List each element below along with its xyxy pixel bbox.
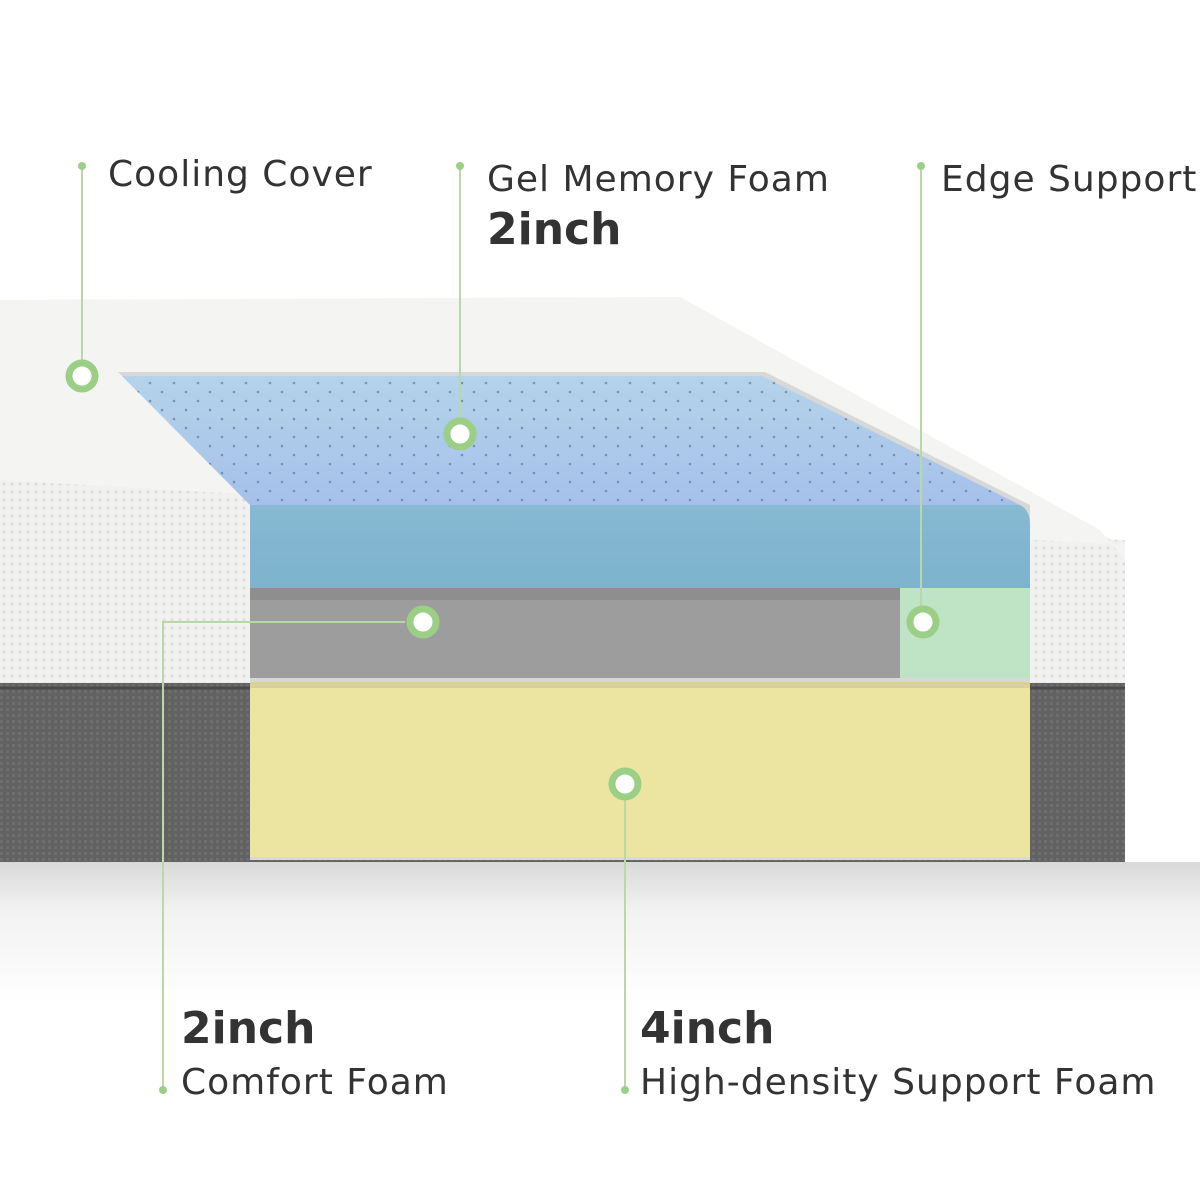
comfort-foam-marker — [406, 605, 440, 639]
cooling-cover-end-dot — [78, 162, 86, 170]
gel-memory-foam-label: Gel Memory Foam — [487, 159, 830, 200]
support-foam-marker — [608, 767, 642, 801]
comfort-foam-thickness: 2inch — [181, 1003, 316, 1054]
callout-lines — [81, 166, 922, 1090]
comfort-foam-label: Comfort Foam — [181, 1062, 449, 1103]
callout-end-dots — [78, 162, 925, 1094]
cooling-cover-marker — [65, 359, 99, 393]
edge-support-label: Edge Support — [941, 159, 1198, 200]
gel-foam-marker — [443, 417, 477, 451]
cooling-cover-label: Cooling Cover — [108, 154, 373, 195]
edge-support-marker — [906, 605, 940, 639]
floor-shadow — [0, 862, 1200, 1002]
gel-foam-end-dot — [456, 162, 464, 170]
support-foam-thickness: 4inch — [640, 1003, 775, 1054]
comfort-foam-layer — [250, 588, 900, 678]
support-foam-end-dot — [621, 1086, 629, 1094]
gel-foam-side — [250, 505, 1030, 588]
edge-support-end-dot — [917, 162, 925, 170]
callout-line-comfort-foam — [162, 621, 405, 1090]
support-foam-label: High-density Support Foam — [640, 1062, 1157, 1103]
comfort-foam-shade — [250, 588, 900, 600]
support-foam-shade — [250, 682, 1030, 688]
gel-memory-foam-thickness: 2inch — [487, 204, 622, 255]
gel-foam-perforations — [122, 376, 1020, 505]
support-foam-layer — [250, 682, 1030, 857]
callout-markers — [65, 359, 940, 801]
comfort-foam-end-dot — [159, 1086, 167, 1094]
